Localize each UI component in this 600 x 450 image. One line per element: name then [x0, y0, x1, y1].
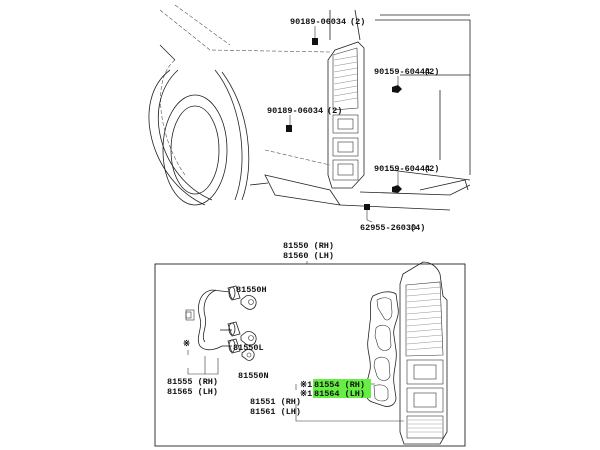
callout-clip: 62955-26030 [360, 223, 416, 233]
gasket-mark-rh: ※1 [300, 380, 312, 390]
gasket-highlight [313, 379, 371, 398]
lens-label-lh: 81561 (LH) [250, 407, 301, 417]
socket-and-wire-drawing [185, 285, 241, 375]
bulb-label-2: 81550L [233, 343, 264, 353]
lens-label-rh: 81551 (RH) [250, 397, 301, 407]
assembly-label-rh: 81550 (RH) [283, 241, 334, 251]
clip-fastener [364, 204, 373, 223]
bulb-label-3: 81550N [238, 371, 269, 381]
socket-label-rh: 81555 (RH) [167, 377, 218, 387]
assembly-frame [154, 263, 466, 447]
gasket-label-rh: 81554 (RH) [314, 380, 365, 390]
bulb-drawing [240, 295, 257, 361]
callout-screw-top: 90189-06034 [290, 17, 346, 27]
callout-nut-top-qty: (2) [424, 67, 439, 77]
socket-label-lh: 81565 (LH) [167, 387, 218, 397]
callout-clip-qty: (4) [410, 223, 425, 233]
gasket-label-lh: 81564 (LH) [314, 389, 365, 399]
socket-mark: ※ [183, 339, 190, 349]
callout-screw-mid-qty: (2) [327, 106, 342, 116]
callout-nut-bottom-qty: (2) [424, 164, 439, 174]
fastener-nut-top [392, 76, 402, 93]
fastener-screw-mid [286, 115, 292, 132]
fastener-screw-top [312, 26, 318, 45]
gasket-drawing [364, 291, 399, 407]
bulb-label-1: 81550H [236, 285, 267, 295]
gasket-mark-lh: ※1 [300, 389, 312, 399]
fastener-nut-bottom [392, 172, 402, 193]
callout-screw-mid: 90189-06034 [267, 106, 323, 116]
lamp-lens-drawing [399, 261, 448, 445]
callout-nut-top: 90159-60444 [374, 67, 430, 77]
assembly-label-lh: 81560 (LH) [283, 251, 334, 261]
callout-screw-top-qty: (2) [350, 17, 365, 27]
installed-tail-lamp [327, 41, 365, 189]
vehicle-rear-drawing [148, 4, 471, 211]
callout-nut-bottom: 90159-60444 [374, 164, 430, 174]
